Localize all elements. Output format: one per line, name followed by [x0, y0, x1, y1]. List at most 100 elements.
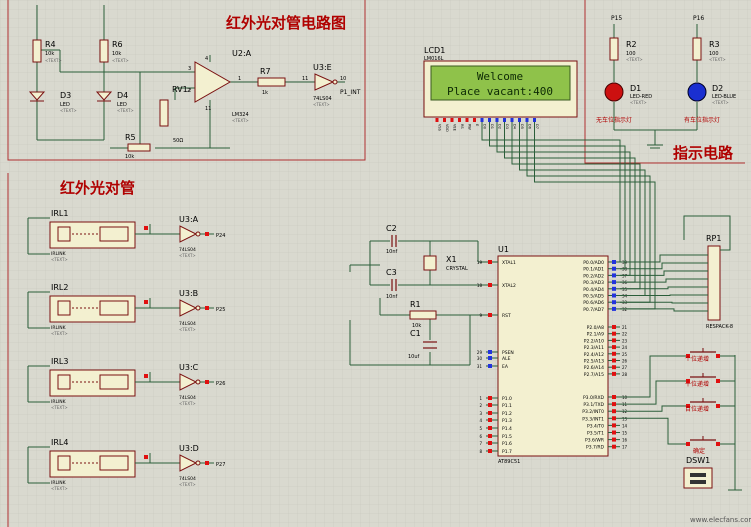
x1-label: X1: [446, 255, 457, 264]
ir-text: <TEXT>: [51, 405, 68, 410]
lcd-line-1: Welcome: [477, 70, 523, 83]
u1-pin-marker: [612, 293, 616, 298]
lcd-pin-label: D6: [528, 124, 532, 129]
lcd-pin: [518, 118, 521, 122]
ir-emitter-icon: [57, 374, 71, 390]
r5-value: 10k: [125, 154, 134, 160]
u1-pin-num: 14: [622, 423, 628, 428]
u3e-out: 10: [340, 76, 346, 82]
lcd-pin-label: D2: [498, 124, 502, 129]
u1-pin-name: XTAL1: [502, 260, 516, 266]
r5-label: R5: [125, 133, 136, 142]
respack-line: [620, 294, 708, 296]
u1-pin-name: P2.0/A8: [587, 325, 604, 331]
u2a-pin-g: 11: [205, 106, 211, 112]
lcd-pin-label: RW: [468, 124, 472, 130]
d4-text: <TEXT>: [117, 108, 134, 113]
u1-pin-num: 4: [479, 418, 482, 423]
u1-pin-marker: [488, 411, 492, 415]
d1-led-red: [604, 82, 624, 102]
ir-label: IRL4: [51, 438, 68, 447]
ir-emitter-icon: [57, 300, 71, 316]
u1-pin-num: 15: [622, 431, 628, 436]
u1-pin-num: 18: [477, 283, 483, 288]
u2a-pin-minus: 2: [188, 88, 191, 94]
u3-label: U3:A: [179, 215, 199, 224]
u1-pin-name: P0.0/AD0: [583, 260, 604, 266]
u3-text: <TEXT>: [179, 253, 196, 258]
lcd-pin: [488, 118, 491, 122]
r6-resistor: [99, 39, 109, 63]
r1-value: 10k: [412, 323, 421, 329]
u1-pin-name: XTAL2: [502, 283, 516, 289]
u3e-label: U3:E: [313, 63, 332, 72]
u1-pin-marker: [612, 306, 616, 311]
pin-marker: [144, 455, 148, 459]
u1-pin-marker: [612, 358, 616, 363]
u3e-text: <TEXT>: [313, 102, 330, 107]
u2a-opamp: [194, 61, 232, 103]
r2-value: 100: [626, 51, 636, 57]
respack-line: [620, 301, 708, 304]
u1-pin-marker: [488, 260, 492, 264]
r2-text: <TEXT>: [626, 57, 643, 62]
inverter-bubble: [195, 460, 201, 466]
pin-marker: [144, 226, 148, 230]
lcd-pin: [443, 118, 446, 122]
u1-pin-name: EA: [502, 364, 509, 370]
u1-pin-marker: [488, 350, 492, 354]
u2a-pin-plus: 3: [188, 66, 191, 72]
d4-type: LED: [117, 102, 127, 108]
c1-label: C1: [410, 329, 421, 338]
lcd-pin: [435, 118, 439, 122]
u1-pin-name: P2.1/A9: [587, 332, 604, 338]
u3-label: U3:D: [179, 444, 199, 453]
u1-pin-name: P0.5/AD5: [583, 294, 604, 300]
u2a-pin-out: 1: [238, 76, 241, 82]
u1-pin-num: 1: [479, 396, 482, 401]
lcd1-label: LCD1: [424, 46, 445, 55]
key-pin: [686, 404, 690, 408]
r5-pot: 50Ω: [173, 138, 183, 144]
u1-pin-num: 21: [622, 325, 628, 330]
inverter-gate: [179, 225, 198, 243]
respack-vcc: [683, 215, 731, 251]
rp1-type: RESPACK-8: [706, 324, 733, 330]
key-buttons: [620, 348, 742, 491]
u2a-label: U2:A: [232, 49, 252, 58]
irlink-body: [49, 369, 136, 397]
title-ir-tubes: 红外光对管: [60, 179, 135, 197]
pin-marker: [205, 306, 209, 310]
pin-marker: [205, 232, 209, 236]
dsw1-switch: [683, 467, 713, 489]
confirm-label: 确定: [693, 447, 705, 455]
u1-pin-marker: [612, 365, 616, 370]
u1-pin-marker: [612, 395, 616, 399]
u1-pin-name: P0.3/AD3: [583, 280, 604, 286]
u1-pin-name: ALE: [502, 356, 511, 362]
u1-pin-name: P2.6/A14: [584, 365, 604, 371]
u1-pin-name: P1.3: [502, 418, 512, 424]
u1-pin-name: P3.3/INT1: [582, 416, 604, 422]
key-wire: [620, 417, 686, 445]
u1-pin-name: P0.7/AD7: [583, 307, 604, 313]
u1-pin-marker: [488, 434, 492, 438]
irlink-body: [49, 295, 136, 323]
d3-text: <TEXT>: [60, 108, 77, 113]
inverter-gate: [179, 373, 198, 391]
inverter-bubble: [195, 305, 201, 311]
u1-type: AT89C51: [498, 459, 520, 465]
u1-label: U1: [498, 245, 509, 254]
u1-pin-marker: [488, 396, 492, 400]
lcd-pin-label: D1: [490, 124, 494, 129]
r6-text: <TEXT>: [112, 58, 129, 63]
r7-label: R7: [260, 67, 271, 76]
u1-pin-num: 8: [479, 449, 482, 454]
c2-value: 10nf: [386, 249, 398, 255]
u3e-type: 74LS04: [313, 96, 332, 102]
u1-pin-num: 24: [622, 345, 628, 350]
lcd-pin-label: VSS: [438, 124, 442, 132]
u3-label: U3:B: [179, 289, 198, 298]
inverter-gate: [179, 299, 198, 317]
r2-label: R2: [626, 40, 637, 49]
